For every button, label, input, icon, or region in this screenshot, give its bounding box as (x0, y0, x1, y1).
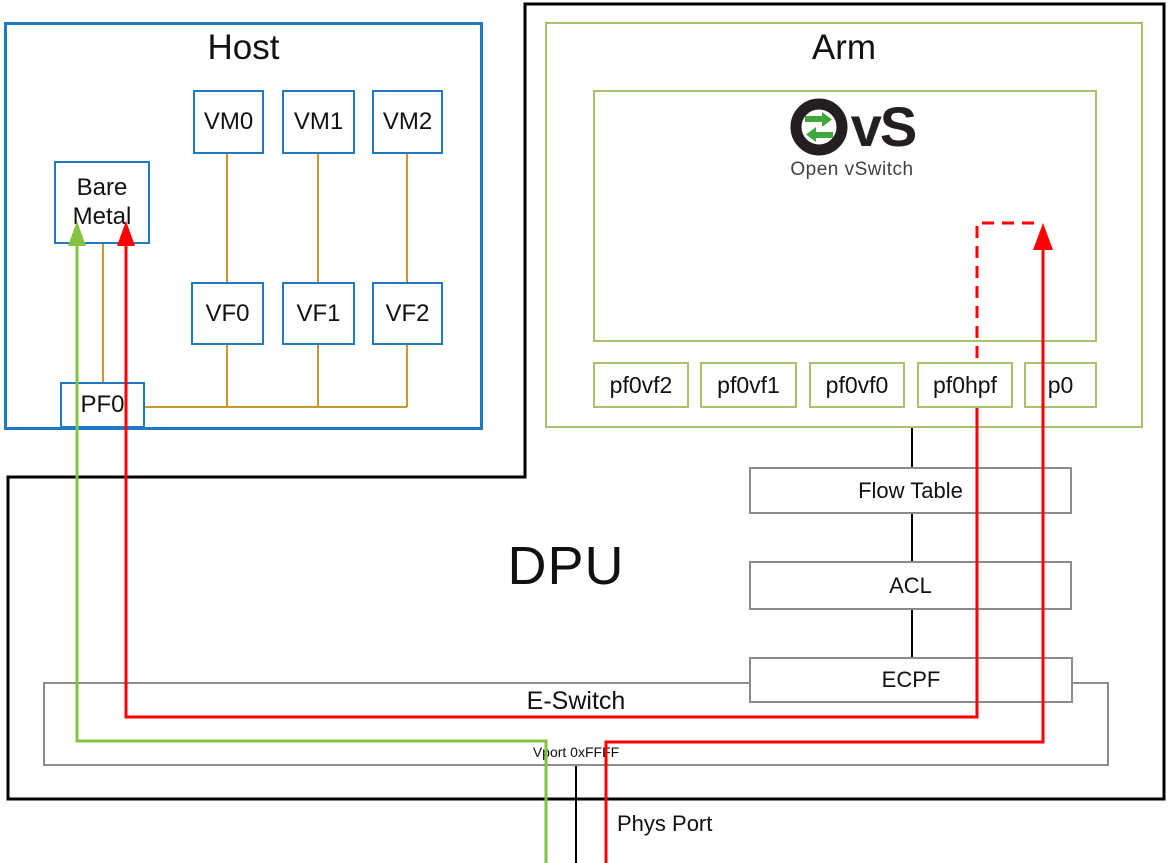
vm2-label: VM2 (382, 108, 433, 135)
port-pf0vf0-box: pf0vf0 (809, 362, 905, 408)
vf1-label: VF1 (296, 299, 341, 327)
vm2-box: VM2 (372, 90, 443, 154)
port-pf0vf1-box: pf0vf1 (700, 362, 797, 408)
ecpf-box: ECPF (749, 657, 1073, 703)
dpu-title: DPU (507, 536, 625, 596)
vm0-box: VM0 (193, 90, 264, 154)
phys-port-label: Phys Port (617, 811, 713, 836)
port-pf0hpf-label: pf0hpf (933, 371, 997, 398)
ovs-logo-o-icon (790, 98, 848, 156)
port-pf0vf2-box: pf0vf2 (593, 362, 689, 408)
acl-box: ACL (749, 561, 1072, 610)
pf0-label: PF0 (80, 391, 125, 418)
vm0-label: VM0 (203, 108, 254, 135)
vport-label: Vport 0xFFFF (532, 744, 620, 760)
vf2-label: VF2 (385, 299, 430, 327)
arm-title: Arm (811, 28, 877, 67)
vf0-box: VF0 (191, 282, 264, 345)
vf0-label: VF0 (205, 299, 250, 327)
vf2-box: VF2 (372, 282, 443, 345)
ovs-logo: vS Open vSwitch (772, 97, 932, 181)
port-p0-label: p0 (1047, 371, 1074, 398)
bare-metal-box: Bare Metal (54, 161, 150, 244)
acl-label: ACL (889, 572, 932, 598)
ecpf-label: ECPF (881, 667, 941, 692)
port-pf0vf1-label: pf0vf1 (717, 371, 780, 398)
port-pf0vf2-label: pf0vf2 (609, 371, 673, 398)
ovs-logo-subtitle: Open vSwitch (790, 159, 914, 180)
port-pf0vf0-label: pf0vf0 (825, 371, 889, 398)
bare-metal-label: Bare Metal (72, 173, 132, 230)
flow-table-box: Flow Table (749, 467, 1072, 514)
pf0-box: PF0 (60, 382, 145, 428)
port-p0-box: p0 (1024, 362, 1097, 408)
vf1-box: VF1 (282, 282, 355, 345)
ovs-logo-vs-text: vS (850, 95, 917, 158)
vm1-label: VM1 (293, 108, 344, 135)
flow-table-label: Flow Table (858, 477, 963, 503)
vm1-box: VM1 (282, 90, 355, 154)
host-title: Host (207, 28, 280, 67)
port-pf0hpf-box: pf0hpf (917, 362, 1013, 408)
